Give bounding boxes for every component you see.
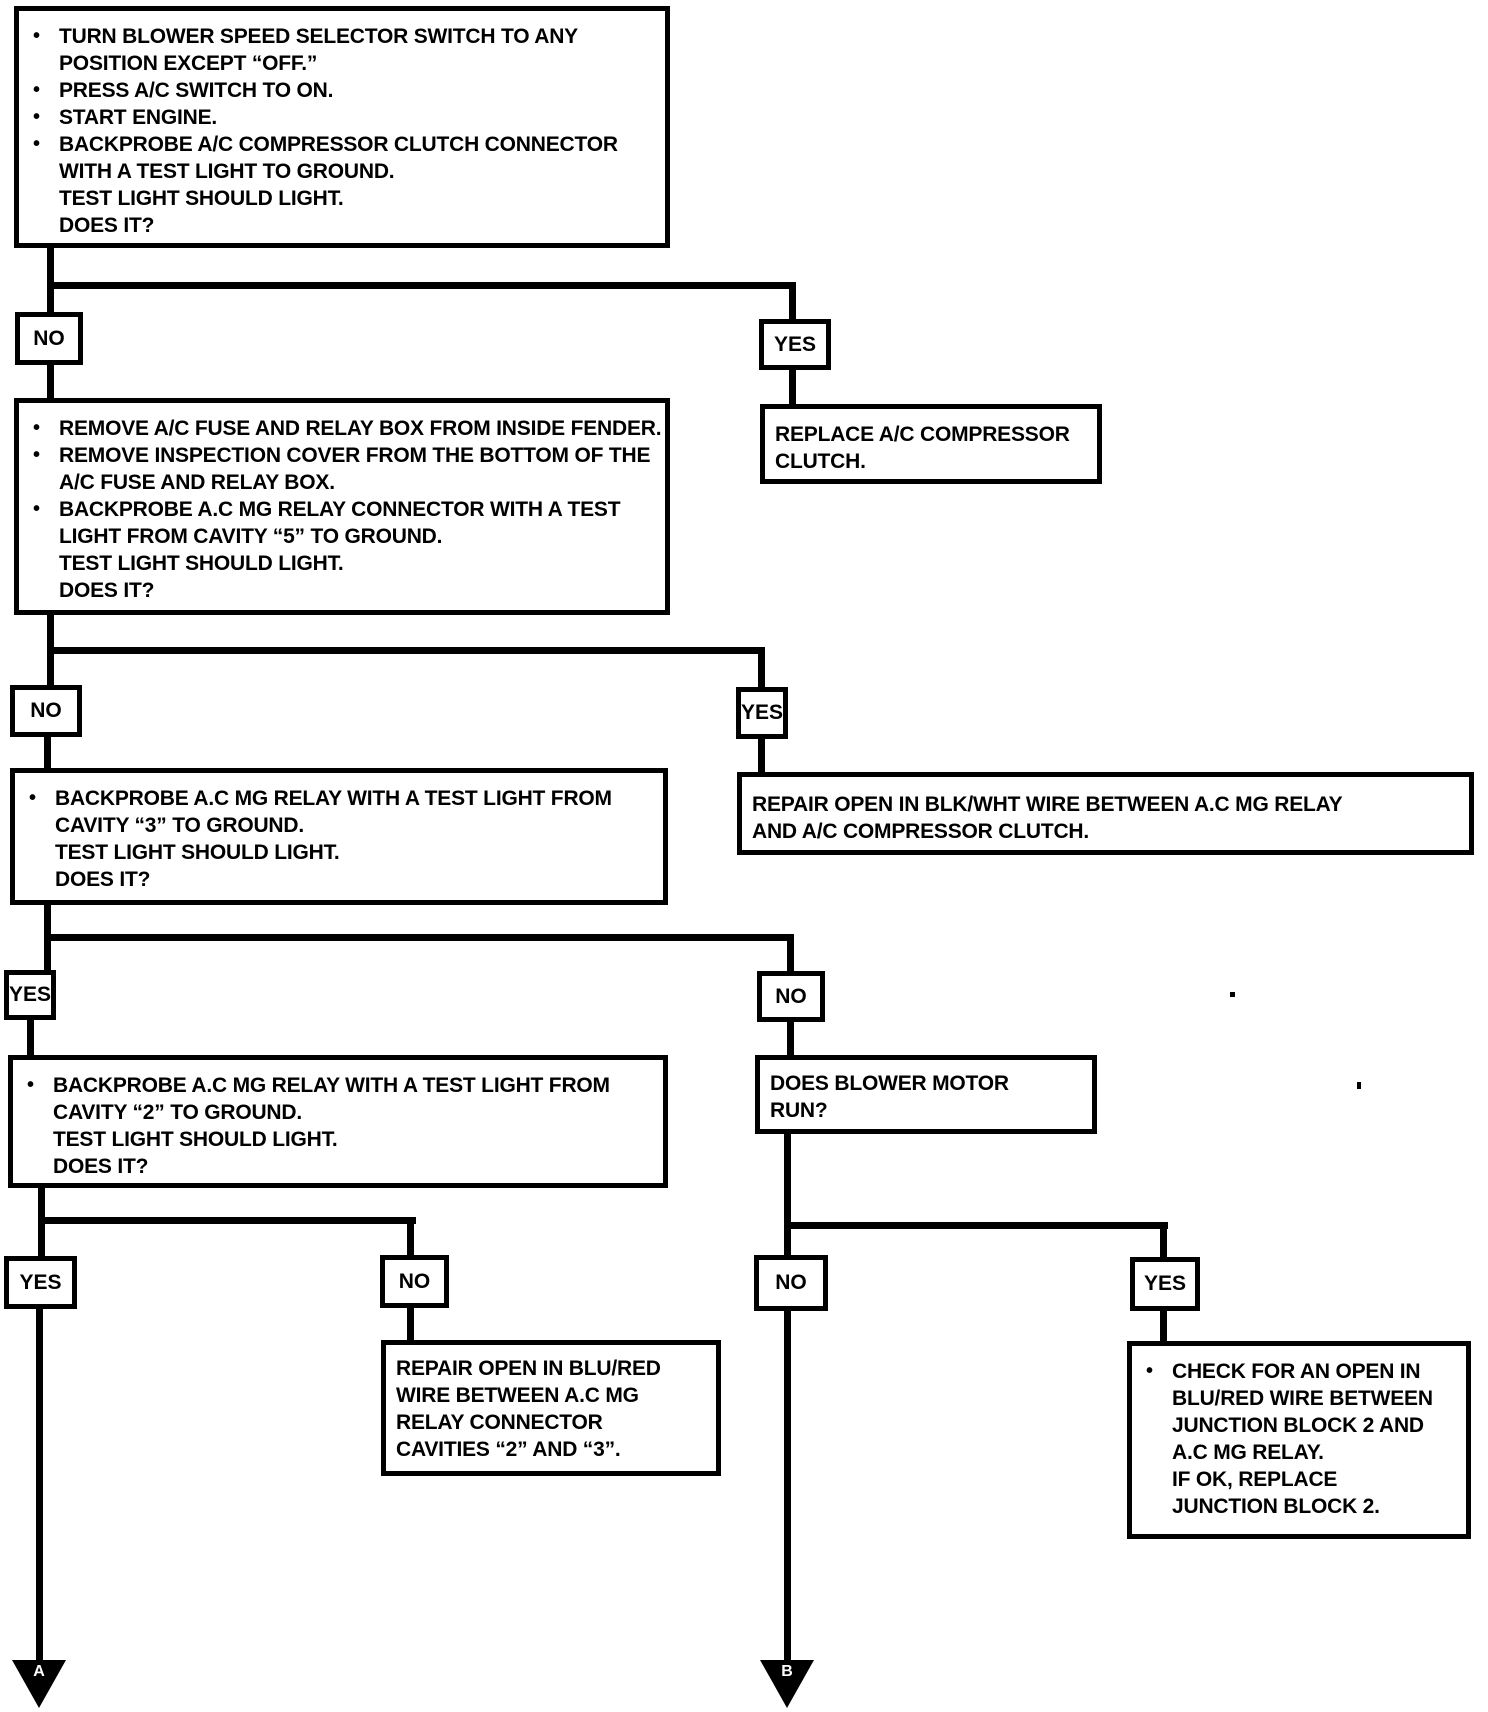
action-box-repair-blured: REPAIR OPEN IN BLU/RED WIRE BETWEEN A.C … (381, 1340, 721, 1476)
connector (38, 1217, 416, 1224)
action-text-line: CAVITIES “2” AND “3”. (396, 1438, 621, 1461)
action-text-line: REPAIR OPEN IN BLU/RED (396, 1357, 661, 1380)
offpage-arrow-b-icon (760, 1660, 814, 1708)
step-box-1: TURN BLOWER SPEED SELECTOR SWITCH TO ANY… (14, 6, 670, 248)
connector (787, 934, 794, 974)
step-text-line: CAVITY “2” TO GROUND. (53, 1101, 302, 1124)
scan-speck (1230, 992, 1235, 997)
action-text-line: CLUTCH. (775, 450, 866, 473)
action-text-line: A.C MG RELAY. (1172, 1441, 1324, 1464)
step-box-2: REMOVE A/C FUSE AND RELAY BOX FROM INSID… (14, 398, 670, 615)
step-text-line: DOES IT? (53, 1155, 149, 1178)
decision-label-no-2: NO (10, 685, 82, 737)
connector (1160, 1222, 1167, 1260)
decision-label-no-5: NO (754, 1255, 828, 1311)
step-text-line: DOES IT? (59, 214, 155, 237)
connector (784, 1222, 1168, 1229)
action-text-line: REPAIR OPEN IN BLK/WHT WIRE BETWEEN A.C … (752, 793, 1343, 816)
connector (44, 734, 51, 771)
step-text-line: LIGHT FROM CAVITY “5” TO GROUND. (59, 525, 443, 548)
decision-label-yes-3: YES (4, 970, 56, 1020)
step-box-3: BACKPROBE A.C MG RELAY WITH A TEST LIGHT… (10, 768, 668, 905)
scan-speck (1357, 1082, 1361, 1089)
action-text-line: WIRE BETWEEN A.C MG (396, 1384, 639, 1407)
step-text-line: DOES IT? (55, 868, 151, 891)
decision-text-line: DOES BLOWER MOTOR (770, 1072, 1009, 1095)
decision-label-no-1: NO (15, 312, 83, 365)
connector (407, 1217, 414, 1258)
decision-label-no-3: NO (757, 971, 825, 1022)
step-text-line: CAVITY “3” TO GROUND. (55, 814, 304, 837)
connector (787, 1019, 794, 1058)
step-text-line: TEST LIGHT SHOULD LIGHT. (55, 841, 340, 864)
decision-label-yes-4: YES (4, 1256, 77, 1309)
action-text-line: JUNCTION BLOCK 2 AND (1172, 1414, 1424, 1437)
connector (789, 282, 796, 322)
step-text-line: WITH A TEST LIGHT TO GROUND. (59, 160, 395, 183)
step-text-line: BACKPROBE A/C COMPRESSOR CLUTCH CONNECTO… (19, 131, 665, 158)
decision-label-yes-5: YES (1130, 1257, 1200, 1311)
decision-text-line: RUN? (770, 1099, 828, 1122)
step-text-line: BACKPROBE A.C MG RELAY CONNECTOR WITH A … (19, 496, 665, 523)
action-box-check-junction: CHECK FOR AN OPEN IN BLU/RED WIRE BETWEE… (1127, 1341, 1471, 1539)
action-text-line: REPLACE A/C COMPRESSOR (775, 423, 1070, 446)
connector (789, 367, 796, 407)
step-text-line: REMOVE INSPECTION COVER FROM THE BOTTOM … (19, 442, 665, 469)
action-box-repair-blkwht: REPAIR OPEN IN BLK/WHT WIRE BETWEEN A.C … (737, 772, 1474, 855)
action-text-line: JUNCTION BLOCK 2. (1172, 1495, 1380, 1518)
connector (47, 243, 54, 315)
connector (47, 647, 765, 654)
connector (407, 1305, 414, 1343)
step-text-line: REMOVE A/C FUSE AND RELAY BOX FROM INSID… (19, 415, 665, 442)
step-box-4: BACKPROBE A.C MG RELAY WITH A TEST LIGHT… (8, 1055, 668, 1188)
action-text-line: RELAY CONNECTOR (396, 1411, 603, 1434)
connector (36, 1306, 43, 1664)
step-text-line: BACKPROBE A.C MG RELAY WITH A TEST LIGHT… (15, 785, 663, 812)
connector (1160, 1308, 1167, 1344)
offpage-arrow-a-label: A (33, 1663, 45, 1680)
action-text-line: AND A/C COMPRESSOR CLUTCH. (752, 820, 1090, 843)
step-text-line: TEST LIGHT SHOULD LIGHT. (59, 552, 344, 575)
action-text-line: CHECK FOR AN OPEN IN (1132, 1358, 1466, 1385)
connector (758, 736, 765, 776)
connector (784, 1131, 791, 1258)
step-text-line: TEST LIGHT SHOULD LIGHT. (59, 187, 344, 210)
step-text-line: A/C FUSE AND RELAY BOX. (59, 471, 335, 494)
connector (27, 1017, 34, 1058)
connector (784, 1308, 791, 1664)
offpage-arrow-a-icon (12, 1660, 66, 1708)
decision-label-yes-1: YES (759, 319, 831, 370)
step-text-line: TURN BLOWER SPEED SELECTOR SWITCH TO ANY (19, 23, 665, 50)
step-text-line: BACKPROBE A.C MG RELAY WITH A TEST LIGHT… (13, 1072, 663, 1099)
connector (47, 282, 796, 289)
connector (758, 647, 765, 690)
action-text-line: IF OK, REPLACE (1172, 1468, 1338, 1491)
action-box-replace-clutch: REPLACE A/C COMPRESSOR CLUTCH. (760, 404, 1102, 484)
step-text-line: POSITION EXCEPT “OFF.” (59, 52, 318, 75)
offpage-arrow-b-label: B (781, 1663, 793, 1680)
step-text-line: START ENGINE. (19, 104, 665, 131)
decision-label-no-4: NO (380, 1255, 449, 1308)
step-text-line: PRESS A/C SWITCH TO ON. (19, 77, 665, 104)
connector (47, 362, 54, 401)
step-text-line: TEST LIGHT SHOULD LIGHT. (53, 1128, 338, 1151)
action-text-line: BLU/RED WIRE BETWEEN (1172, 1387, 1433, 1410)
decision-label-yes-2: YES (736, 687, 788, 739)
connector (44, 934, 793, 941)
decision-box-blower-run: DOES BLOWER MOTOR RUN? (755, 1055, 1097, 1134)
step-text-line: DOES IT? (59, 579, 155, 602)
